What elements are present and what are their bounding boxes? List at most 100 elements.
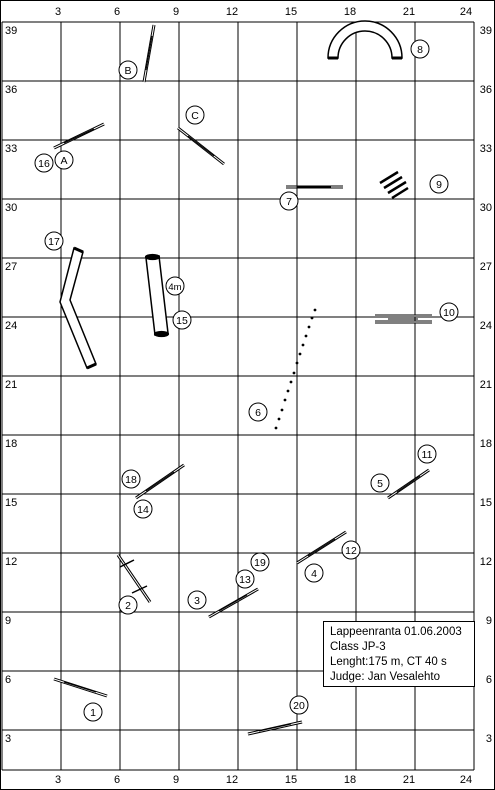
x-label-bottom-9: 9 bbox=[173, 774, 179, 786]
marker-9: 9 bbox=[429, 174, 449, 194]
y-label-left-24: 24 bbox=[5, 320, 17, 332]
course-location-date: Lappeenranta 01.06.2003 bbox=[330, 626, 462, 638]
svg-text:B: B bbox=[124, 65, 131, 77]
jump-obstacle-c bbox=[177, 126, 225, 166]
course-length-time: Lenght:175 m, CT 40 s bbox=[330, 656, 447, 668]
svg-text:4: 4 bbox=[311, 568, 317, 580]
marker-12: 12 bbox=[341, 540, 361, 560]
course-judge: Judge: Jan Vesalehto bbox=[330, 671, 440, 683]
y-label-left-18: 18 bbox=[5, 438, 17, 450]
marker-a: A bbox=[54, 150, 74, 170]
svg-text:14: 14 bbox=[137, 504, 149, 516]
svg-text:15: 15 bbox=[176, 315, 188, 327]
course-class: Class JP-3 bbox=[330, 641, 386, 653]
svg-text:8: 8 bbox=[417, 44, 423, 56]
jump-obstacle-5 bbox=[387, 468, 430, 500]
jump-obstacle-1 bbox=[53, 677, 108, 698]
marker-4: 4 bbox=[304, 563, 324, 583]
y-label-left-39: 39 bbox=[5, 25, 17, 37]
marker-6: 6 bbox=[248, 402, 268, 422]
y-label-right-27: 27 bbox=[480, 261, 492, 273]
weave-poles-6 bbox=[274, 308, 317, 430]
marker-c: C bbox=[185, 105, 205, 125]
y-label-right-36: 36 bbox=[480, 84, 492, 96]
svg-text:5: 5 bbox=[377, 478, 383, 490]
svg-text:20: 20 bbox=[293, 700, 305, 712]
marker-20: 20 bbox=[289, 695, 309, 715]
jump-obstacle-b bbox=[142, 24, 156, 83]
marker-18: 18 bbox=[121, 469, 141, 489]
y-label-left-3: 3 bbox=[5, 733, 11, 745]
svg-text:3: 3 bbox=[194, 595, 200, 607]
svg-text:4m: 4m bbox=[168, 282, 181, 293]
svg-text:1: 1 bbox=[90, 707, 96, 719]
y-label-right-18: 18 bbox=[480, 438, 492, 450]
x-label-top-12: 12 bbox=[226, 6, 238, 18]
svg-text:A: A bbox=[60, 155, 67, 167]
jump-obstacle-3 bbox=[208, 587, 259, 619]
marker-2: 2 bbox=[118, 595, 138, 615]
y-label-left-30: 30 bbox=[5, 202, 17, 214]
pipe-tunnel-15 bbox=[144, 253, 170, 338]
jump-obstacle-7 bbox=[286, 184, 343, 190]
y-label-left-6: 6 bbox=[5, 674, 11, 686]
marker-7: 7 bbox=[279, 191, 299, 211]
y-label-right-21: 21 bbox=[480, 379, 492, 391]
svg-text:19: 19 bbox=[254, 557, 266, 569]
svg-text:10: 10 bbox=[443, 307, 455, 319]
marker-1: 1 bbox=[83, 702, 103, 722]
y-label-right-15: 15 bbox=[480, 497, 492, 509]
svg-text:17: 17 bbox=[48, 236, 60, 248]
jump-obstacle-14 bbox=[135, 463, 185, 500]
svg-text:16: 16 bbox=[38, 158, 50, 170]
x-label-top-18: 18 bbox=[344, 6, 356, 18]
y-label-right-3: 3 bbox=[486, 733, 492, 745]
svg-text:7: 7 bbox=[286, 196, 292, 208]
y-label-right-6: 6 bbox=[486, 674, 492, 686]
course-info-box: Lappeenranta 01.06.2003 Class JP-3 Lengh… bbox=[323, 621, 475, 687]
svg-text:2: 2 bbox=[125, 600, 131, 612]
svg-text:C: C bbox=[191, 110, 199, 122]
x-label-bottom-24: 24 bbox=[460, 774, 472, 786]
x-label-bottom-6: 6 bbox=[114, 774, 120, 786]
double-jump-10 bbox=[375, 314, 432, 324]
svg-text:11: 11 bbox=[422, 449, 433, 461]
y-label-right-9: 9 bbox=[486, 615, 492, 627]
jump-obstacle-20 bbox=[247, 720, 303, 736]
y-label-right-30: 30 bbox=[480, 202, 492, 214]
x-label-top-3: 3 bbox=[55, 6, 61, 18]
x-label-top-21: 21 bbox=[403, 6, 415, 18]
arch-tunnel-8 bbox=[327, 20, 403, 60]
svg-text:9: 9 bbox=[436, 179, 442, 191]
y-label-left-21: 21 bbox=[5, 379, 17, 391]
marker-8: 8 bbox=[410, 39, 430, 59]
y-label-right-12: 12 bbox=[480, 556, 492, 568]
x-label-bottom-12: 12 bbox=[226, 774, 238, 786]
x-label-bottom-21: 21 bbox=[403, 774, 415, 786]
svg-text:13: 13 bbox=[239, 574, 251, 586]
y-label-right-39: 39 bbox=[480, 25, 492, 37]
x-label-top-24: 24 bbox=[460, 6, 472, 18]
marker-17: 17 bbox=[44, 231, 64, 251]
marker-15: 15 bbox=[172, 310, 192, 330]
marker-16: 16 bbox=[34, 153, 54, 173]
svg-text:12: 12 bbox=[345, 545, 357, 557]
x-label-top-15: 15 bbox=[285, 6, 297, 18]
marker-13: 13 bbox=[235, 569, 255, 589]
marker-14: 14 bbox=[133, 499, 153, 519]
y-label-left-36: 36 bbox=[5, 84, 17, 96]
marker-19: 19 bbox=[250, 552, 270, 572]
jump-obstacle-16 bbox=[53, 122, 105, 150]
y-label-right-24: 24 bbox=[480, 320, 492, 332]
jump-obstacle-4 bbox=[296, 530, 347, 565]
y-label-left-12: 12 bbox=[5, 556, 17, 568]
bent-tunnel-17 bbox=[59, 246, 97, 370]
marker-5: 5 bbox=[370, 473, 390, 493]
jump-obstacle-2 bbox=[116, 554, 152, 603]
x-label-bottom-3: 3 bbox=[55, 774, 61, 786]
x-label-bottom-15: 15 bbox=[285, 774, 297, 786]
x-label-bottom-18: 18 bbox=[344, 774, 356, 786]
marker-10: 10 bbox=[439, 302, 459, 322]
marker-3: 3 bbox=[187, 590, 207, 610]
